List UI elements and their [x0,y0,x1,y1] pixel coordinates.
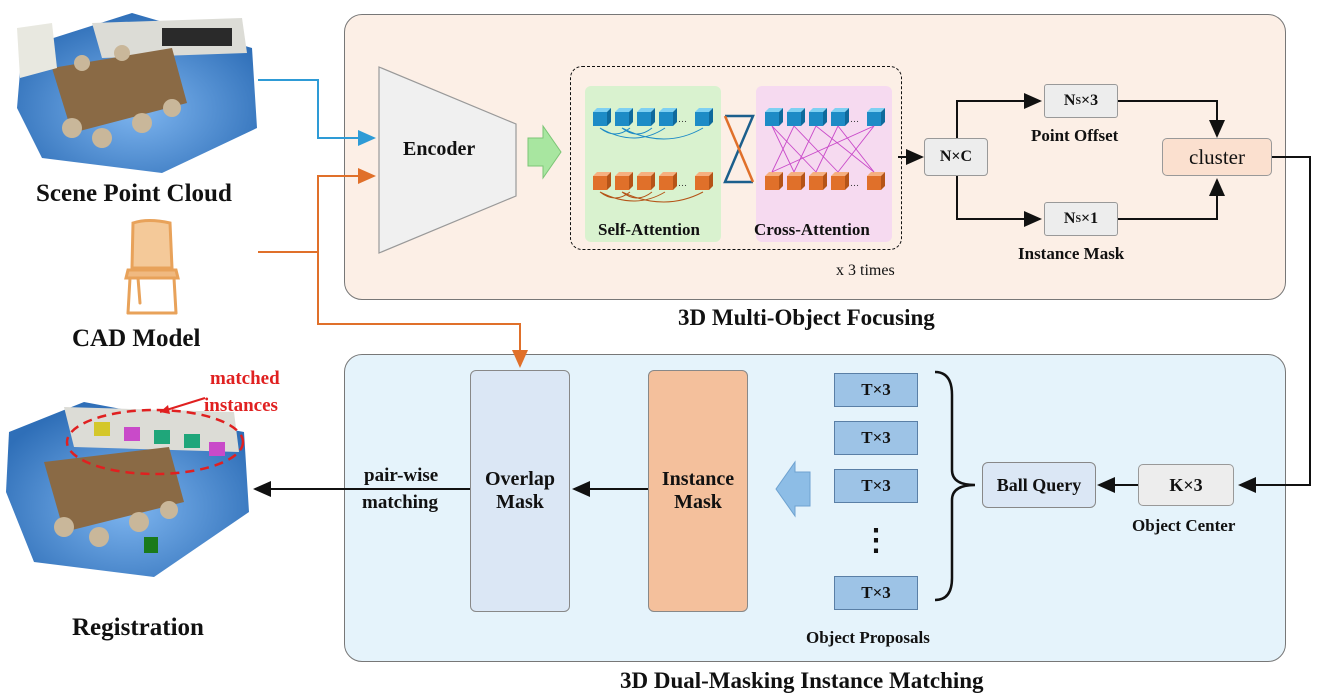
encoder-shape [378,66,517,254]
object-center-box: K×3 [1138,464,1234,506]
instance-mask-box: Instance Mask [648,370,748,612]
proposal-box: T×3 [834,576,918,610]
proposal-ellipsis: ⋮ [861,523,891,557]
svg-text:…: … [678,178,687,188]
attention-tokens: … … … … [593,108,885,203]
pairwise-matching-label-2: matching [362,492,438,513]
overlap-mask-box: Overlap Mask [470,370,570,612]
scene-point-cloud-image [17,13,257,173]
cad-model-label: CAD Model [72,325,201,352]
pairwise-matching-label-1: pair-wise [364,465,439,486]
repeat-label: x 3 times [836,262,895,279]
object-proposals-label: Object Proposals [806,628,930,647]
cluster-box: cluster [1162,138,1272,176]
dual-masking-title: 3D Dual-Masking Instance Matching [620,668,984,693]
encoder-label: Encoder [403,138,476,160]
object-center-label: Object Center [1132,516,1236,535]
proposal-box: T×3 [834,469,918,503]
multi-object-focusing-title: 3D Multi-Object Focusing [678,305,935,330]
proposal-box: T×3 [834,373,918,407]
svg-text:…: … [850,114,859,124]
instance-mask-small-label: Instance Mask [1018,244,1125,263]
matched-instances-label-1: matched [210,368,280,389]
cad-model-image [124,219,180,315]
svg-text:…: … [678,114,687,124]
point-offset-label: Point Offset [1031,126,1119,145]
scene-point-cloud-label: Scene Point Cloud [36,180,232,207]
attention-block [570,66,902,250]
svg-text:…: … [850,178,859,188]
registration-image [6,402,249,577]
self-attention-label: Self-Attention [598,220,700,239]
matched-instances-label-2: instances [204,395,278,416]
cross-attention-label: Cross-Attention [754,220,870,239]
nxc-box: N×C [924,138,988,176]
matched-instances-highlight [65,397,245,476]
ball-query-box: Ball Query [982,462,1096,508]
proposal-box: T×3 [834,421,918,455]
registration-label: Registration [72,614,204,641]
